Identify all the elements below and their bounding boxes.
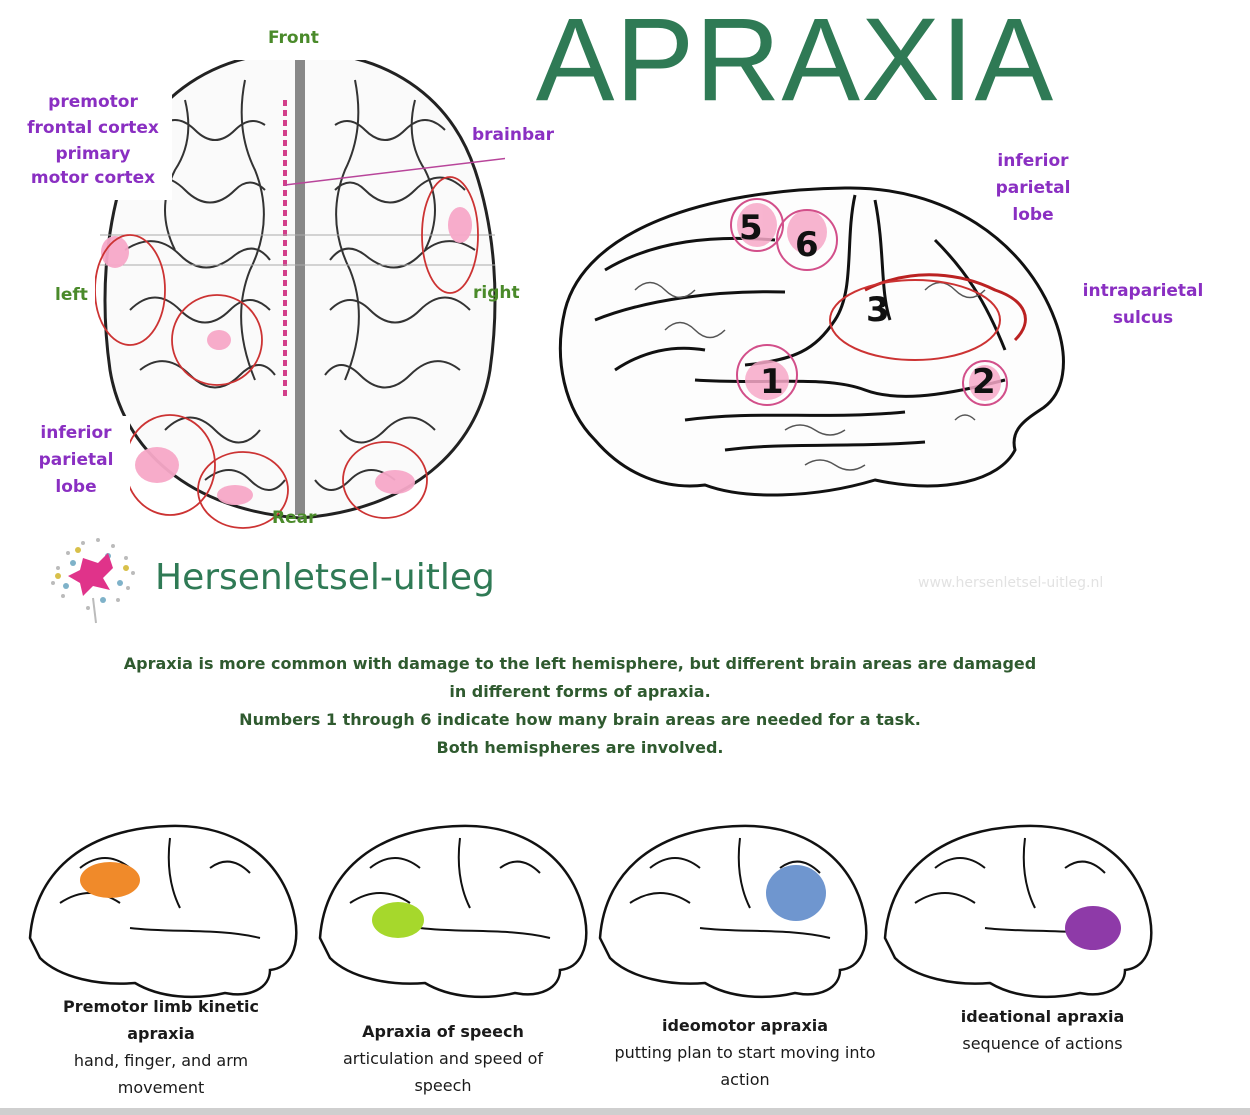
label-premotor: premotor frontal cortex primary motor co… [27,92,159,188]
brain-side-view [558,186,1065,497]
caption-title: Apraxia of speech [362,1022,524,1041]
caption-desc: articulation and speed of speech [342,1049,544,1095]
area-number-1: 1 [760,362,784,402]
logo-text: Hersenletsel-uitleg [155,557,495,598]
caption-title: ideational apraxia [960,1007,1125,1026]
caption-desc: sequence of actions [962,1034,1123,1053]
bottom-bar [0,1108,1250,1115]
brain-top-view [95,50,505,529]
panel-brain-ideational [883,824,1153,999]
caption-desc: hand, finger, and arm movement [73,1051,249,1097]
caption-ideational: ideational apraxia sequence of actions [935,1003,1150,1057]
label-brainbar: brainbar [472,125,554,145]
caption-title: ideomotor apraxia [661,1016,829,1035]
label-box [26,416,130,506]
brain-logo-icon [51,538,135,624]
label-front: Front [268,28,319,48]
caption-ideomotor: ideomotor apraxia putting plan to start … [605,1012,885,1093]
label-right: right [473,283,520,303]
area-number-3: 3 [866,290,890,330]
apraxia-panels [28,824,1153,999]
label-rear: Rear [272,508,317,528]
label-box [208,18,383,60]
panel-brain-ideomotor [598,824,868,999]
area-number-6: 6 [795,225,819,265]
logo-url: www.hersenletsel-uitleg.nl [918,575,1104,591]
page-title: APRAXIA [535,0,1055,126]
description: Apraxia is more common with damage to th… [123,654,1037,757]
panel-brain-premotor [28,824,298,999]
area-number-5: 5 [739,208,763,248]
panel-brain-speech [318,824,588,999]
label-inferior-parietal-side: inferior parietal lobe [995,151,1071,225]
label-left: left [55,285,88,305]
caption-desc: putting plan to start moving into action [614,1043,876,1089]
label-intraparietal: intraparietal sulcus [1082,281,1204,328]
label-box [14,88,172,200]
caption-premotor: Premotor limb kinetic apraxia hand, fing… [45,993,277,1101]
caption-title: Premotor limb kinetic apraxia [63,997,259,1043]
area-number-2: 2 [972,362,996,402]
label-inferior-parietal-top: inferior parietal lobe [38,423,114,497]
caption-speech: Apraxia of speech articulation and speed… [318,1018,568,1099]
